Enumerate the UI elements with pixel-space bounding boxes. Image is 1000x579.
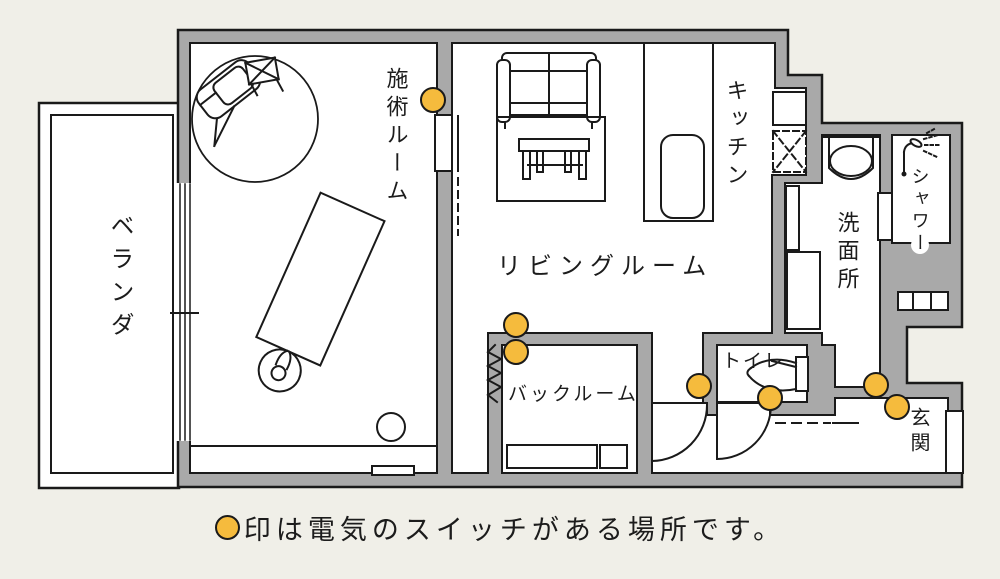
backroom-shelf-long <box>506 444 598 469</box>
stool <box>376 412 406 442</box>
backroom-shelf-short <box>599 444 628 469</box>
hatched-fixture <box>771 129 808 174</box>
kitchen-sink <box>660 134 705 219</box>
basin-pedestal <box>828 136 874 180</box>
wash-basin <box>829 145 873 177</box>
label-toilet: トイレ <box>722 351 786 372</box>
switch-marker <box>502 311 529 338</box>
switch-marker <box>883 393 910 420</box>
sofa <box>496 52 601 129</box>
switch-marker <box>419 86 446 113</box>
label-kitchen: キッチン <box>723 79 749 191</box>
switch-marker <box>502 338 529 365</box>
backroom-accordion-door <box>485 343 504 404</box>
right-wall-window <box>897 291 949 311</box>
hallway-door <box>650 403 709 463</box>
shower-floor <box>891 134 951 244</box>
label-living-room: リビングルーム <box>497 253 714 280</box>
entrance-door-opening <box>945 410 964 474</box>
coffee-table <box>518 138 590 180</box>
side-table <box>243 56 285 97</box>
veranda-window <box>170 183 199 441</box>
washing-machine <box>786 251 821 330</box>
label-treatment-room: 施術ルーム <box>383 67 409 207</box>
refrigerator <box>772 91 807 126</box>
switch-marker <box>756 384 783 411</box>
legend: 印は電気のスイッチがある場所です。 <box>0 508 1000 547</box>
shower-door-opening <box>877 192 893 241</box>
treatment-door-opening <box>434 114 453 172</box>
massage-table <box>254 191 386 393</box>
treatment-sill <box>371 465 415 476</box>
washroom-door-leaf <box>785 185 800 251</box>
round-rug <box>191 55 319 183</box>
label-veranda: ベランダ <box>106 213 133 345</box>
legend-switch-icon <box>214 515 240 540</box>
shower-head-icon <box>901 126 941 254</box>
toilet-fixture <box>746 356 809 392</box>
veranda-outline <box>37 101 181 490</box>
living-rug <box>496 116 606 202</box>
label-back-room: バックルーム <box>508 384 639 405</box>
switch-marker <box>685 372 712 399</box>
label-entrance: 玄関 <box>907 407 929 457</box>
label-washroom: 洗面所 <box>834 211 860 295</box>
legend-text: 印は電気のスイッチがある場所です。 <box>243 515 786 545</box>
label-shower: シャワー <box>909 167 930 255</box>
toilet-door <box>715 403 773 461</box>
switch-marker <box>862 371 889 398</box>
